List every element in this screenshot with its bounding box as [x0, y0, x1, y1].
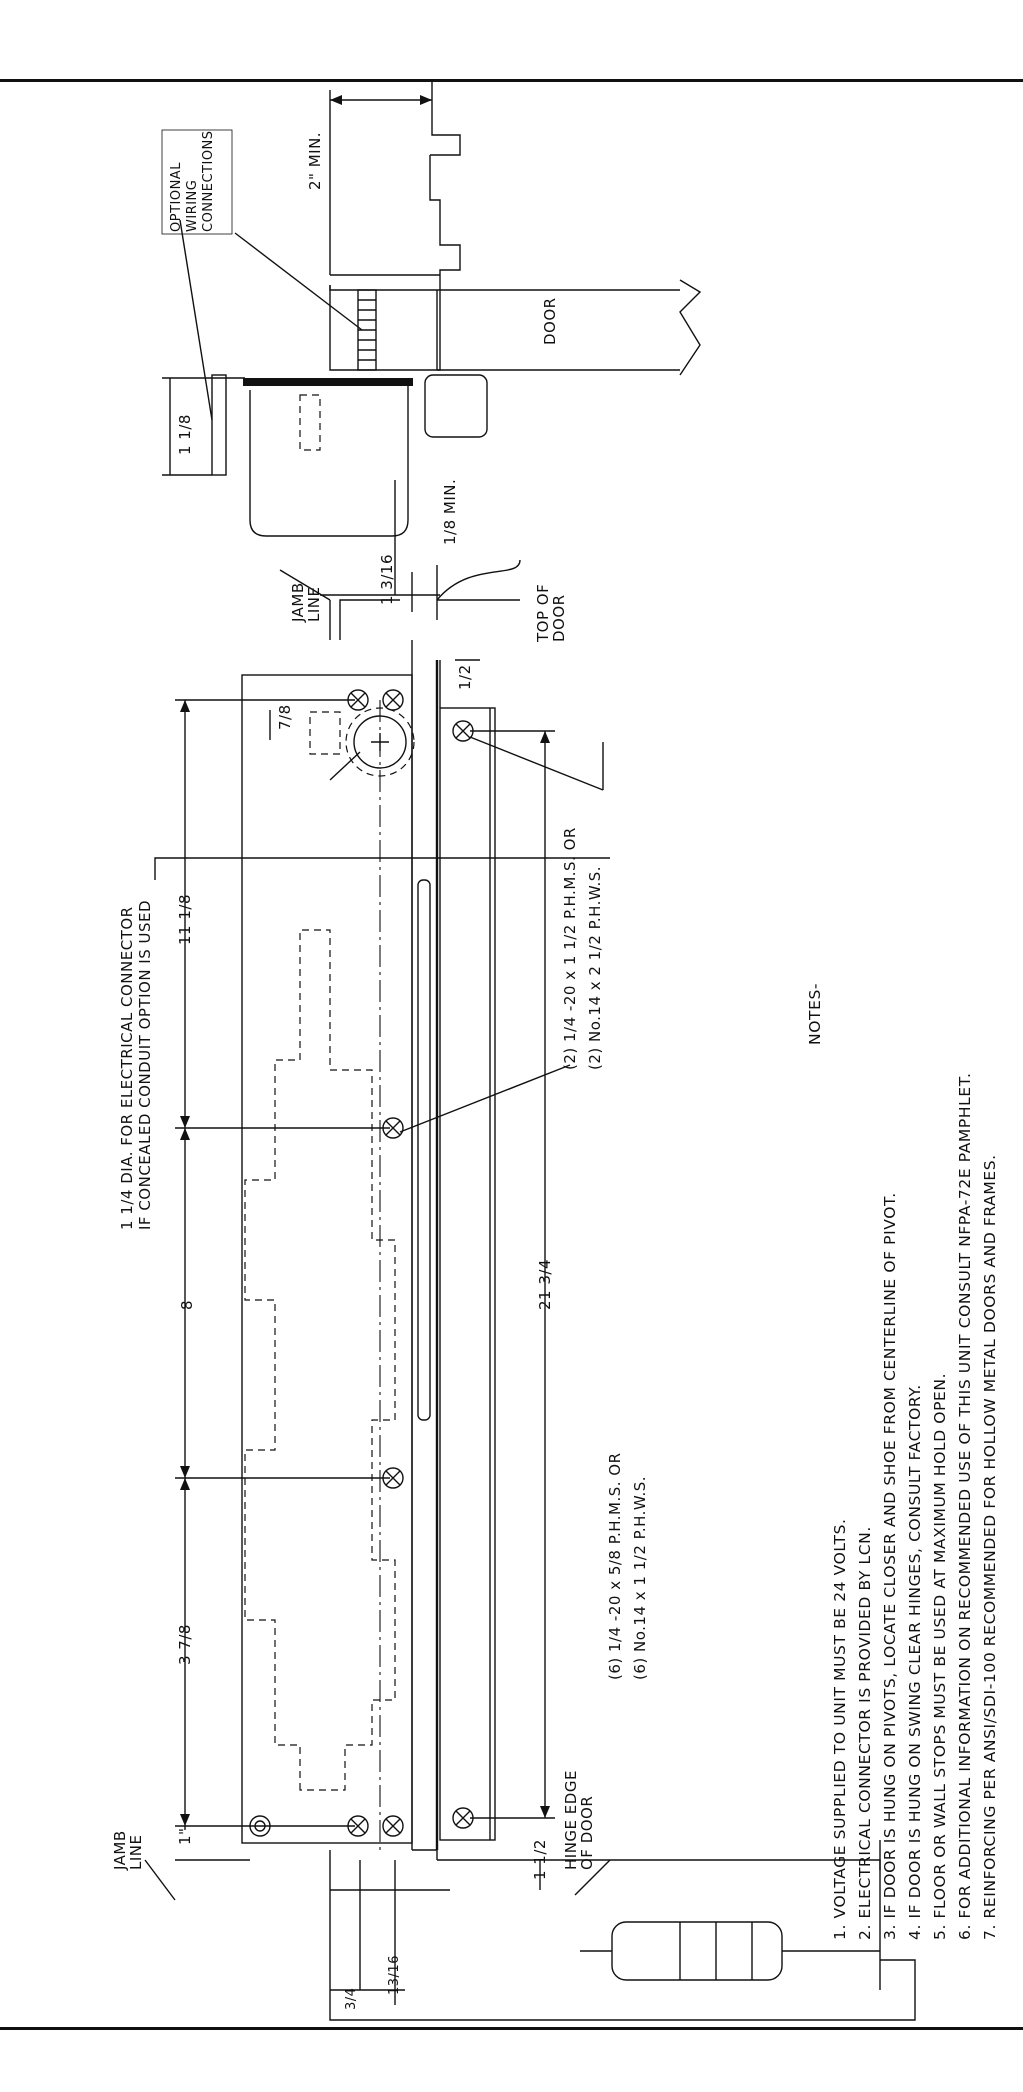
- screw-top-right: [382, 689, 404, 711]
- screw-bottom-left: [347, 1815, 369, 1837]
- label-seven-eighths: 7/8: [276, 704, 294, 730]
- label-screws-2-whs: (2) No.14 x 2 1/2 P.H.W.S.: [586, 866, 604, 1070]
- label-eleven-one-eighth: 11 1/8: [176, 894, 194, 945]
- label-thirteen-sixteenths: 13/16: [387, 1955, 402, 1995]
- label-jamb-line-bottom-2: LINE: [127, 1835, 145, 1870]
- label-jamb-line-top-2: LINE: [305, 587, 323, 622]
- closer-section-outline: [249, 380, 409, 537]
- note-1: 1. VOLTAGE SUPPLIED TO UNIT MUST BE 24 V…: [831, 1518, 849, 1940]
- arm-shoe-plate: [439, 707, 496, 1841]
- top-border-rule: [0, 79, 1023, 82]
- label-hinge-edge-2: OF DOOR: [578, 1796, 596, 1870]
- screw-top-left: [347, 689, 369, 711]
- label-three-seven-eighths: 3 7/8: [176, 1624, 194, 1665]
- label-one-inch: 1": [176, 1828, 194, 1845]
- label-three-quarters: 3/4: [344, 1988, 359, 2010]
- label-optional-wiring-1: OPTIONAL: [169, 162, 184, 232]
- screw-bottom-right: [382, 1815, 404, 1837]
- label-one-eighth-min: 1/8 MIN.: [441, 479, 459, 545]
- frame-profile: [329, 155, 461, 371]
- label-one-three-sixteenths: 1 3/16: [378, 554, 396, 605]
- label-one-one-eighth: 1 1/8: [176, 414, 194, 455]
- door-shoe: [424, 374, 488, 438]
- label-jamb-line-top-1: JAMB: [289, 582, 307, 623]
- note-3: 3. IF DOOR IS HUNG ON PIVOTS, LOCATE CLO…: [881, 1192, 899, 1940]
- label-optional-wiring-3: CONNECTIONS: [201, 130, 216, 232]
- conduit-hole-dashed: [345, 707, 415, 777]
- label-jamb-line-bottom-1: JAMB: [111, 1830, 129, 1871]
- closer-mechanism-hidden-outline: [244, 929, 396, 1791]
- hinge-barrel: [611, 1921, 783, 1981]
- note-6: 6. FOR ADDITIONAL INFORMATION ON RECOMME…: [956, 1073, 974, 1941]
- note-5: 5. FLOOR OR WALL STOPS MUST BE USED AT M…: [931, 1373, 949, 1940]
- label-hinge-edge-1: HINGE EDGE: [562, 1770, 580, 1870]
- label-top-of-door-2: DOOR: [550, 594, 568, 642]
- label-hole-note-1: 1 1/4 DIA. FOR ELECTRICAL CONNECTOR: [118, 906, 136, 1230]
- note-7: 7. REINFORCING PER ANSI/SDI-100 RECOMMEN…: [981, 1154, 999, 1940]
- label-screws-6-mhs: (6) 1/4 -20 x 5/8 P.H.M.S. OR: [606, 1452, 624, 1680]
- notes-title: NOTES-: [806, 983, 824, 1045]
- label-hole-note-2: IF CONCEALED CONDUIT OPTION IS USED: [136, 900, 154, 1230]
- label-eight: 8: [178, 1300, 196, 1310]
- label-top-of-door-1: TOP OF: [534, 584, 552, 643]
- connector-hidden-box: [309, 711, 341, 755]
- bottom-border-rule: [0, 2027, 1023, 2030]
- screw-mid-upper: [382, 1117, 404, 1139]
- closer-body-outline: [241, 674, 413, 1844]
- label-half-top: 1/2: [456, 664, 474, 690]
- label-screws-2-mhs: (2) 1/4 -20 x 1 1/2 P.H.M.S. OR: [561, 827, 579, 1070]
- screw-mid-lower: [382, 1467, 404, 1489]
- door-outline-bottom: [329, 1850, 916, 2021]
- label-screws-6-whs: (6) No.14 x 1 1/2 P.H.W.S.: [631, 1476, 649, 1680]
- label-two-inch-min: 2" MIN.: [306, 132, 324, 190]
- mounting-plate: [243, 378, 413, 386]
- door-section-top: [329, 285, 680, 291]
- note-4: 4. IF DOOR IS HUNG ON SWING CLEAR HINGES…: [906, 1384, 924, 1940]
- note-2: 2. ELECTRICAL CONNECTOR IS PROVIDED BY L…: [856, 1526, 874, 1940]
- wiring-conduit: [211, 374, 227, 476]
- label-twentyone-three-quarters: 21 3/4: [536, 1259, 554, 1310]
- label-one-half-bottom: 1 1/2: [531, 1839, 549, 1880]
- conduit-hole-circle: [353, 715, 407, 769]
- closer-arm: [417, 879, 431, 1421]
- label-optional-wiring-2: WIRING: [185, 180, 200, 232]
- label-door: DOOR: [541, 297, 559, 345]
